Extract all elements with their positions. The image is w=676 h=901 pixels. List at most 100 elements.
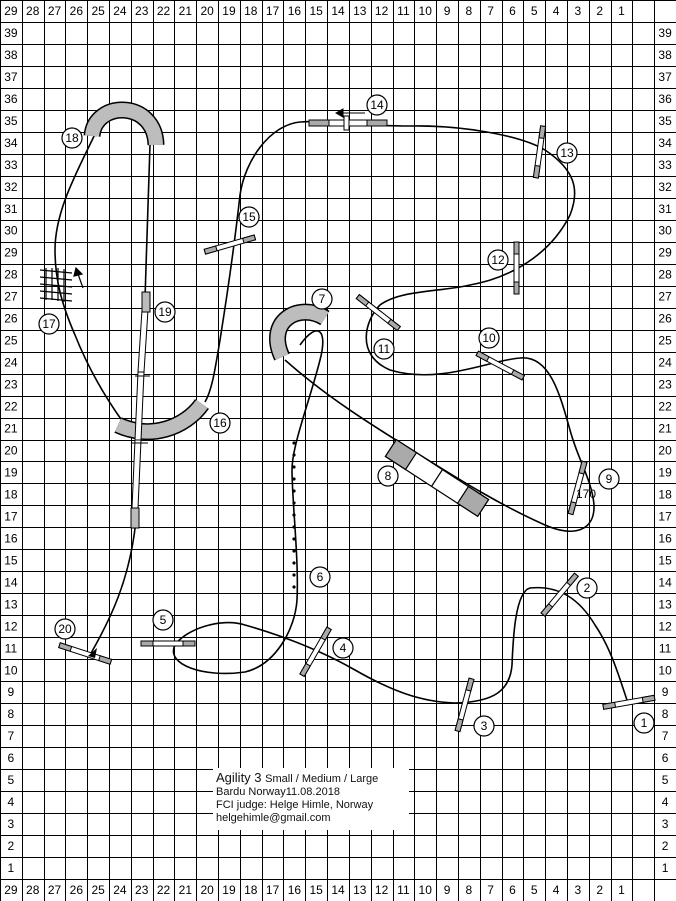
obstacle-number-label: 11 (378, 342, 391, 356)
column-label: 21 (179, 883, 193, 897)
obstacle-number-label: 13 (560, 146, 574, 160)
row-label: 29 (4, 246, 18, 260)
column-label: 10 (419, 883, 433, 897)
row-label: 17 (658, 509, 672, 523)
row-label: 25 (4, 334, 18, 348)
column-label: 7 (487, 883, 494, 897)
dog-path-2 (204, 120, 595, 532)
column-label: 26 (70, 4, 84, 18)
row-label: 30 (4, 224, 18, 238)
column-label: 24 (113, 883, 127, 897)
course-place-date: Bardu Norway11.08.2018 (216, 786, 340, 798)
row-label: 27 (658, 290, 672, 304)
row-label: 21 (658, 422, 672, 436)
column-label: 12 (375, 4, 389, 18)
obstacle-number-circle (154, 301, 176, 323)
jump-5 (140, 640, 196, 647)
course-title-line: Agility 3 Small / Medium / Large (216, 771, 416, 786)
row-label: 16 (658, 531, 672, 545)
row-label: 22 (658, 400, 672, 414)
column-label: 9 (444, 883, 451, 897)
column-label: 27 (48, 4, 62, 18)
obstacle-number-circle (478, 327, 500, 349)
column-label: 19 (222, 883, 236, 897)
column-label: 2 (596, 4, 603, 18)
row-label: 30 (658, 224, 672, 238)
row-label: 7 (8, 729, 15, 743)
obstacle-number-circle (633, 712, 655, 734)
aframe-8 (384, 438, 490, 518)
row-label: 10 (658, 663, 672, 677)
obstacle-number-label: 12 (491, 253, 505, 267)
column-label: 18 (244, 4, 258, 18)
row-label: 11 (659, 641, 672, 655)
row-label: 20 (4, 444, 18, 458)
column-label: 8 (465, 4, 472, 18)
row-label: 24 (658, 356, 672, 370)
obstacle-number-label: 5 (160, 613, 167, 627)
row-labels-left: 3938373635343332313029282726252423222120… (4, 26, 18, 875)
obstacle-number-circle (311, 288, 333, 310)
obstacle-number-circle (152, 609, 174, 631)
row-label: 10 (4, 663, 18, 677)
obstacle-number-label: 14 (370, 98, 384, 112)
row-label: 12 (4, 619, 18, 633)
obstacle-number-circle (209, 412, 231, 434)
column-label: 27 (48, 883, 62, 897)
row-label: 14 (4, 575, 18, 589)
column-label: 25 (91, 883, 105, 897)
column-label: 19 (222, 4, 236, 18)
jump-3 (454, 677, 475, 733)
course-classes: Small / Medium / Large (265, 773, 379, 785)
row-label: 14 (658, 575, 672, 589)
jump-11 (355, 293, 402, 332)
weave-poles-6 (292, 441, 296, 589)
column-label: 9 (444, 4, 451, 18)
obstacle-number-label: 18 (65, 131, 79, 145)
row-label: 6 (8, 751, 15, 765)
column-label: 26 (70, 883, 84, 897)
column-label: 13 (353, 883, 367, 897)
obstacle-number-circle (332, 637, 354, 659)
obstacle-number-label: 3 (481, 719, 488, 733)
jump-14 (308, 108, 388, 131)
row-label: 18 (4, 487, 18, 501)
row-label: 19 (658, 465, 672, 479)
row-label: 17 (4, 509, 18, 523)
obstacle-number-label: 8 (385, 469, 392, 483)
column-label: 7 (487, 4, 494, 18)
row-label: 8 (662, 707, 669, 721)
row-label: 2 (8, 839, 15, 853)
row-label: 4 (8, 795, 15, 809)
column-label: 10 (419, 4, 433, 18)
column-label: 13 (353, 4, 367, 18)
row-label: 15 (4, 553, 18, 567)
course-title: Agility 3 (216, 770, 262, 785)
column-label: 15 (310, 4, 324, 18)
column-label: 4 (553, 4, 560, 18)
obstacle-number-label: 4 (340, 641, 347, 655)
row-label: 24 (4, 356, 18, 370)
obstacle-number-circle (38, 313, 60, 335)
info-box (213, 768, 409, 830)
row-label: 32 (658, 180, 672, 194)
row-label: 1 (8, 861, 15, 875)
column-label: 16 (288, 883, 302, 897)
column-label: 20 (200, 4, 214, 18)
arrow-20 (88, 648, 97, 658)
obstacle-number-circle (238, 206, 260, 228)
column-label: 4 (553, 883, 560, 897)
row-label: 34 (4, 136, 18, 150)
column-label: 22 (157, 883, 171, 897)
course-email: helgehimle@gmail.com (216, 812, 331, 824)
row-label: 22 (4, 400, 18, 414)
jump-2 (540, 572, 579, 617)
obstacle-number-label: 16 (213, 416, 227, 430)
obstacle-number-label: 20 (58, 622, 72, 636)
obstacle-number-circle (373, 338, 395, 360)
column-label: 29 (4, 883, 18, 897)
column-label: 11 (397, 883, 410, 897)
column-label: 3 (575, 883, 582, 897)
